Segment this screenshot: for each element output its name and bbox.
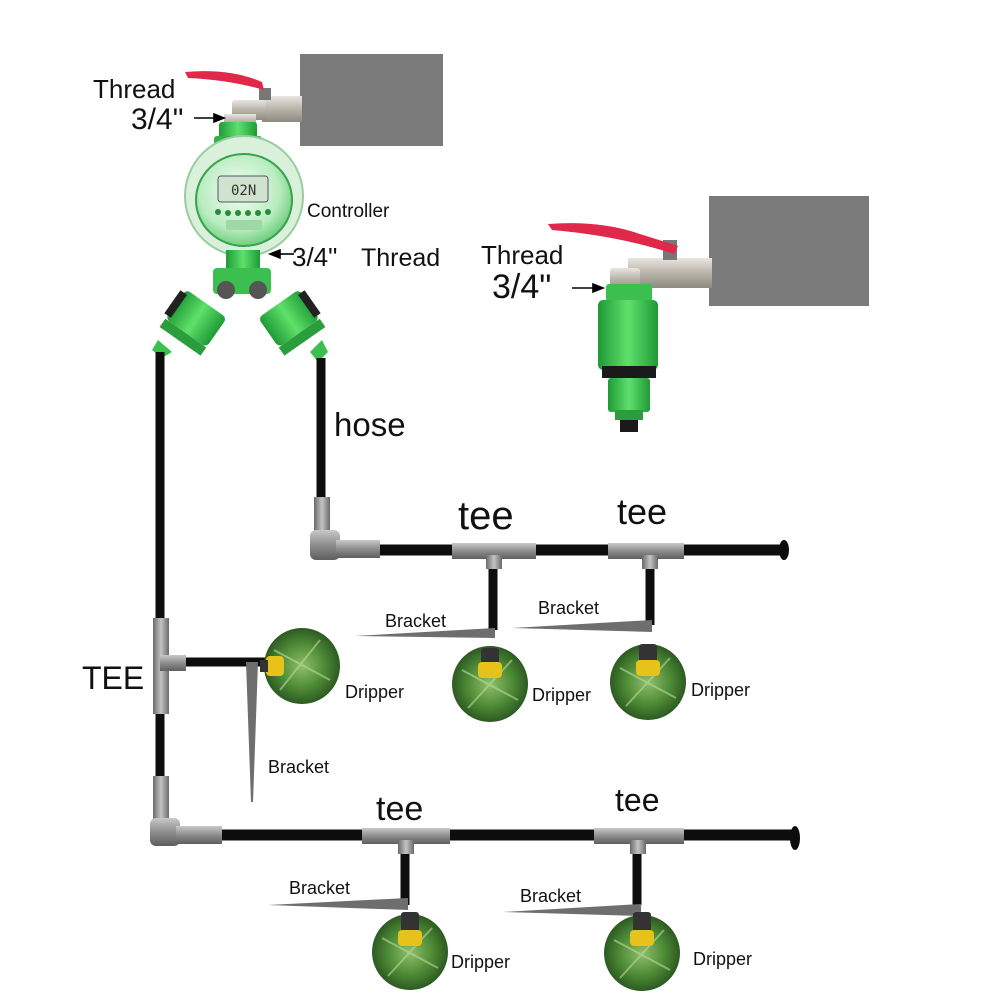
tee-fitting-upper-2 xyxy=(608,543,684,569)
tee-fitting-upper-1 xyxy=(452,543,536,569)
dripper-label-4: Dripper xyxy=(451,953,510,971)
bracket-stake xyxy=(512,620,652,632)
tee-label-main: TEE xyxy=(82,662,144,694)
dripper-label-5: Dripper xyxy=(693,950,752,968)
dripper-photo-2 xyxy=(452,646,528,722)
thread-label-right: Thread xyxy=(481,242,563,268)
hose-adapter-right xyxy=(598,284,658,432)
wall-block-right xyxy=(709,196,869,306)
size-label-top: 3/4" xyxy=(131,105,183,135)
tee-label-3: tee xyxy=(376,792,423,826)
dripper-label-2: Dripper xyxy=(532,686,591,704)
dripper-photo-5 xyxy=(604,912,680,991)
bracket-label-5: Bracket xyxy=(520,887,581,905)
dripper-photo-3 xyxy=(610,644,686,720)
faucet-top xyxy=(185,71,302,128)
dripper-label-3: Dripper xyxy=(691,681,750,699)
bracket-stake xyxy=(268,898,408,910)
dripper-photo-1 xyxy=(260,628,340,704)
bracket-label-4: Bracket xyxy=(289,879,350,897)
tee-fitting-lower-1 xyxy=(362,828,450,854)
controller-label: Controller xyxy=(307,202,389,221)
tee-label-1: tee xyxy=(458,496,514,536)
hose-end-cap xyxy=(779,540,789,560)
dripper-photo-4 xyxy=(372,912,448,990)
bracket-label-3: Bracket xyxy=(538,599,599,617)
timer-controller: 02N xyxy=(185,122,303,270)
tee-fitting-lower-2 xyxy=(594,828,684,854)
hose-lines xyxy=(160,352,795,905)
y-splitter xyxy=(152,268,329,362)
size-label-controller: 3/4" xyxy=(292,244,337,270)
tee-label-4: tee xyxy=(615,784,659,816)
thread-label-top: Thread xyxy=(93,76,175,102)
wall-block-top xyxy=(300,54,443,146)
main-tee-fitting xyxy=(153,618,186,714)
faucet-right xyxy=(548,223,712,290)
bracket-stake xyxy=(246,662,258,802)
elbow-fitting-upper xyxy=(310,497,380,560)
dripper-label-1: Dripper xyxy=(345,683,404,701)
bracket-label-2: Bracket xyxy=(385,612,446,630)
elbow-fitting-lower xyxy=(150,776,222,846)
size-label-right: 3/4" xyxy=(492,270,551,304)
hose-label: hose xyxy=(334,408,406,441)
bracket-label-1: Bracket xyxy=(268,758,329,776)
controller-display-text: 02N xyxy=(231,183,256,199)
hose-end-cap xyxy=(790,826,800,850)
tee-label-2: tee xyxy=(617,494,667,530)
thread-label-controller: Thread xyxy=(361,246,440,271)
